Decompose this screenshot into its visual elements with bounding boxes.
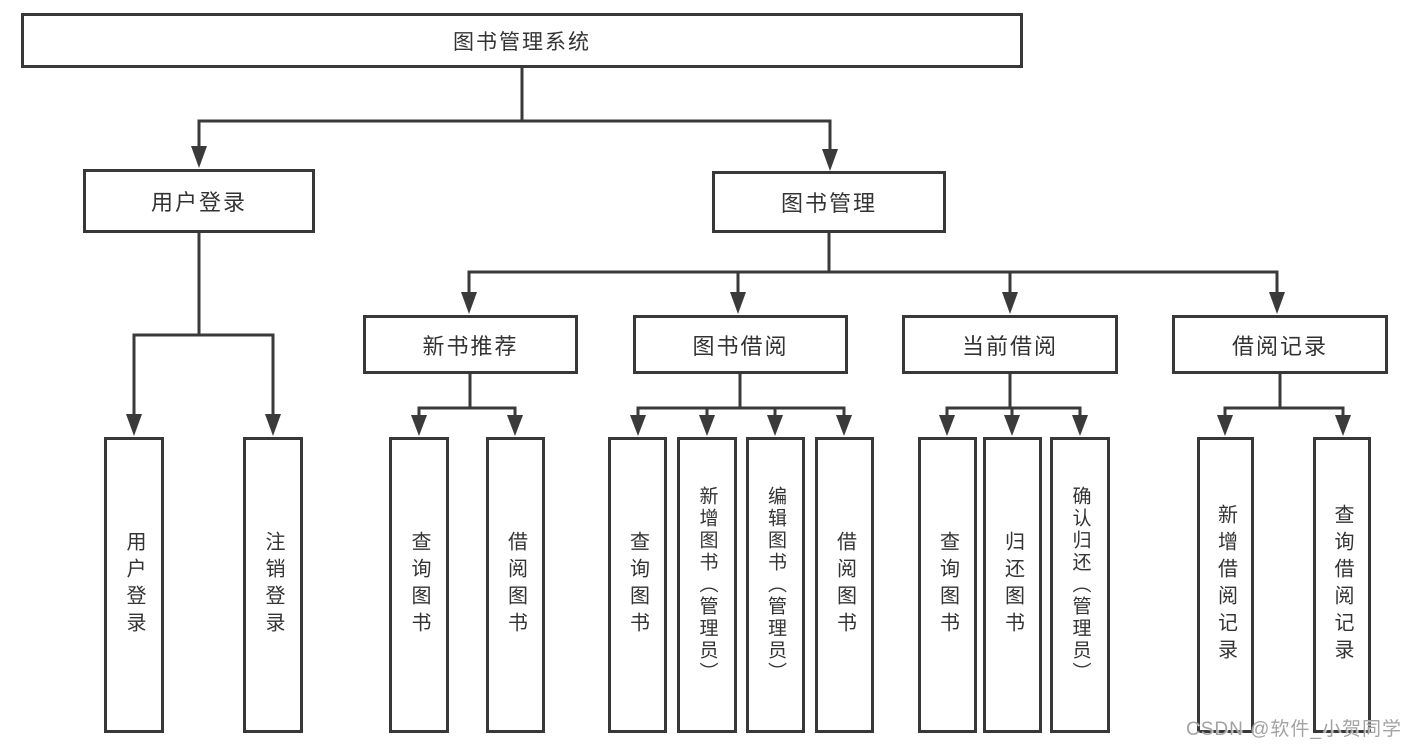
leaf-logout-login: 注销登录: [243, 437, 303, 733]
csdn-watermark: CSDN @软件_小贺同学: [1186, 719, 1402, 740]
node-library-system: 图书管理系统: [21, 13, 1023, 68]
leaf-query-books-current: 查询图书: [918, 437, 977, 733]
node-book-borrow: 图书借阅: [633, 315, 848, 374]
node-book-management: 图书管理: [712, 171, 946, 233]
node-borrow-records: 借阅记录: [1172, 315, 1388, 374]
leaf-query-books-recommend: 查询图书: [389, 437, 449, 733]
connector-book-borrow: [630, 374, 852, 436]
leaf-query-books-borrow: 查询图书: [608, 437, 667, 733]
leaf-borrow-books: 借阅图书: [815, 437, 874, 733]
connector-new-book-recommend: [411, 374, 523, 436]
leaf-user-login: 用户登录: [104, 437, 164, 733]
node-current-borrow: 当前借阅: [902, 315, 1118, 374]
leaf-confirm-return-admin: 确认归还（管理员）: [1050, 437, 1110, 733]
connector-root: [191, 68, 838, 171]
leaf-edit-books-admin: 编辑图书（管理员）: [746, 437, 805, 733]
leaf-query-borrow-record: 查询借阅记录: [1313, 437, 1371, 733]
connector-book-management: [461, 233, 1285, 314]
node-user-login: 用户登录: [83, 169, 315, 233]
leaf-return-books: 归还图书: [983, 437, 1042, 733]
leaf-borrow-books-recommend: 借阅图书: [486, 437, 545, 733]
connector-borrow-records: [1217, 374, 1351, 436]
leaf-add-books-admin: 新增图书（管理员）: [677, 437, 737, 733]
connector-current-borrow: [939, 374, 1088, 436]
leaf-add-borrow-record: 新增借阅记录: [1197, 437, 1254, 733]
connector-user-login: [126, 233, 281, 436]
node-new-book-recommend: 新书推荐: [363, 315, 578, 374]
